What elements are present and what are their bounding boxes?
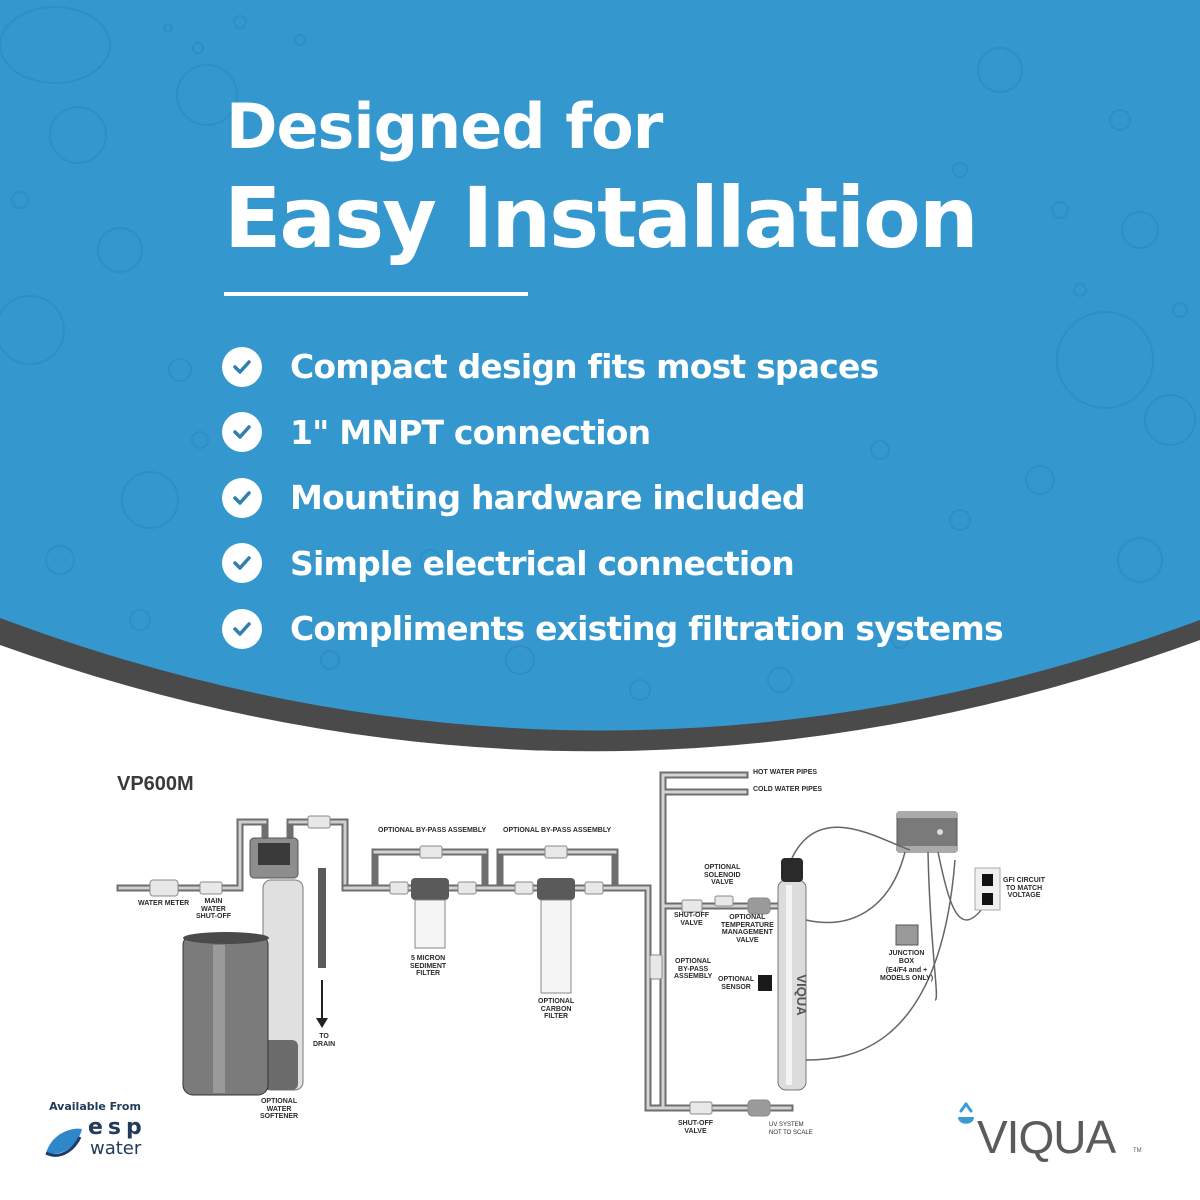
title-line-1: Designed for: [226, 90, 663, 163]
label-bypass-1: OPTIONAL BY-PASS ASSEMBLY: [378, 827, 487, 834]
uv-chamber: VIQUA: [758, 858, 809, 1091]
inlet-pipe: [116, 818, 379, 892]
check-circle-icon: [222, 608, 262, 649]
check-circle-icon: [222, 346, 262, 387]
feature-text: Mounting hardware included: [290, 478, 806, 518]
viqua-logo[interactable]: VIQUA TM: [955, 1102, 1145, 1162]
gfi-outlet: [974, 867, 1001, 911]
available-from-label: Available From: [49, 1100, 141, 1113]
feature-item: Simple electrical connection: [222, 531, 1003, 597]
feature-item: Compliments existing filtration systems: [222, 596, 1004, 662]
carbon-filter: [537, 878, 575, 994]
water-softener: [182, 837, 328, 1096]
feature-text: Compact design fits most spaces: [290, 347, 879, 387]
bubble-pattern: [0, 6, 1196, 701]
model-number: VP600M: [117, 773, 194, 795]
esp-water-logo: esp water: [40, 1117, 150, 1163]
check-circle-icon: [222, 543, 262, 584]
label-hot-pipes: HOT WATER PIPES: [753, 769, 818, 776]
title-line-2: Easy Installation: [224, 169, 979, 267]
hero-banner: Designed for Easy Installation Compact d…: [0, 0, 1200, 752]
feature-item: Mounting hardware included: [222, 465, 1003, 531]
label-cold-pipes: COLD WATER PIPES: [753, 786, 823, 793]
wiring: [791, 826, 986, 1061]
feature-text: Simple electrical connection: [290, 543, 795, 583]
feature-text: Compliments existing filtration systems: [290, 609, 1004, 649]
water-wordmark: water: [90, 1138, 142, 1159]
check-circle-icon: [222, 477, 262, 518]
uv-controller: [896, 811, 958, 853]
viqua-wordmark: VIQUA: [977, 1111, 1116, 1163]
esp-water-badge[interactable]: Available From esp water: [40, 1100, 150, 1163]
junction-box: [895, 924, 919, 946]
feature-text: 1" MNPT connection: [290, 412, 651, 452]
feature-item: 1" MNPT connection: [222, 400, 1003, 466]
hero-blue-fill: [0, 0, 1200, 731]
esp-leaf-icon: [45, 1128, 82, 1157]
feature-list: Compact design fits most spaces 1" MNPT …: [222, 334, 1004, 662]
trademark-symbol: TM: [1133, 1148, 1142, 1154]
sediment-filter: [411, 878, 449, 949]
water-drop-icon: [958, 1102, 974, 1124]
title-divider: [224, 292, 528, 296]
main-shutoff-valve: [199, 881, 223, 895]
valves: [149, 815, 771, 1117]
hero-background: [0, 0, 1200, 752]
label-bypass-2: OPTIONAL BY-PASS ASSEMBLY: [503, 827, 612, 834]
feature-item: Compact design fits most spaces: [222, 334, 1003, 400]
esp-wordmark: esp: [88, 1115, 147, 1140]
label-water-meter: WATER METER: [138, 900, 190, 907]
check-circle-icon: [222, 412, 262, 453]
svg-text:VIQUA: VIQUA: [794, 974, 809, 1016]
water-meter: [149, 879, 179, 897]
